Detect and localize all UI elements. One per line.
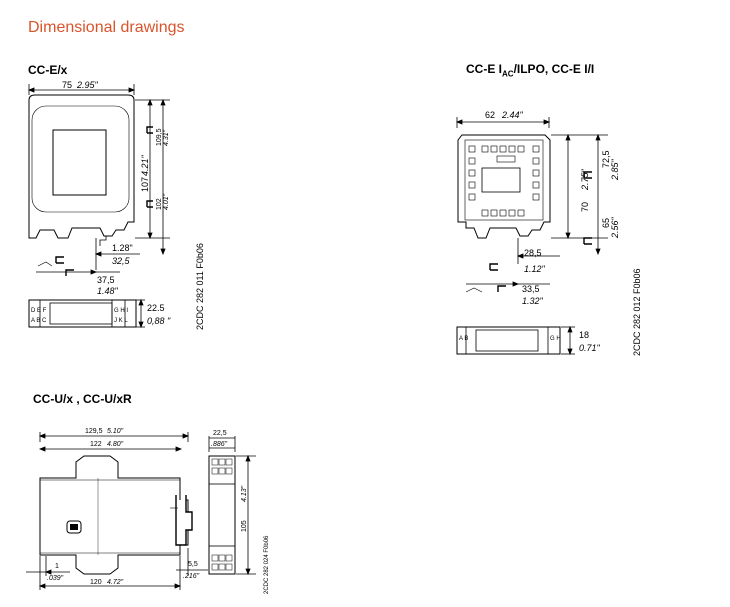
cce-h3-in: 4.01" [163, 193, 170, 210]
cce-h1-in: 4.31" [163, 129, 170, 146]
cce-d1-in: 1.28" [112, 243, 133, 253]
ccu-w1-in: 5.10" [107, 428, 124, 435]
iac-width-in: 2.44" [501, 110, 524, 120]
ccu-w1-mm: 129,5 [85, 428, 103, 435]
iac-h2-in: 2.75" [580, 168, 590, 191]
cce-h3-mm: 102 [156, 198, 163, 210]
heading-sub: AC [502, 69, 514, 79]
iac-width-mm: 62 [485, 110, 495, 120]
drawing-heading-cce-iac: CC-E IAC/ILPO, CC-E I/I [466, 62, 594, 78]
drawing-heading-ccu: CC-U/x , CC-U/xR [33, 392, 132, 406]
iac-drawing-code: 2CDC 282 012 F0b06 [632, 268, 642, 356]
iac-h3-in: 2.56" [610, 216, 620, 239]
iac-side-in: 0.71" [579, 343, 601, 353]
cce-d1-mm: 32,5 [112, 256, 131, 266]
iac-h2-mm: 70 [580, 202, 590, 212]
iac-d2-in: 1.32" [522, 296, 544, 306]
cce-width-in: 2.95" [76, 80, 99, 90]
cce-h1-mm: 109,5 [156, 128, 163, 146]
heading-post: /ILPO, CC-E I/I [513, 62, 595, 76]
svg-text:G H: G H [550, 336, 561, 342]
ccu-rail-mm: 5,5 [188, 561, 198, 568]
page-title: Dimensional drawings [28, 19, 185, 36]
cce-width-mm: 75 [62, 80, 72, 90]
drawing-heading-cce: CC-E/x [28, 63, 68, 77]
iac-side-mm: 18 [579, 330, 589, 340]
iac-h1-mm: 72,5 [601, 150, 611, 168]
iac-h1-in: 2.85" [610, 158, 620, 181]
ccu-small-in: .039" [47, 575, 64, 582]
cce-h2-mm: 107 [140, 177, 150, 192]
ccu-small-mm: 1 [55, 563, 59, 570]
drawing-cce-iac: 62 2.44" 70 2.75" 72,5 2.85" 65 2.56" 28 [455, 110, 642, 356]
ccu-w2-in: 4.80" [107, 441, 124, 448]
svg-text:D E F: D E F [31, 308, 47, 314]
ccu-side-h-mm: 105 [241, 520, 248, 532]
svg-text:J K L: J K L [114, 318, 128, 324]
cce-h2-in: 4.21" [140, 154, 150, 176]
iac-d2-mm: 33,5 [522, 284, 540, 294]
svg-text:A B C: A B C [31, 318, 47, 324]
ccu-w2-mm: 122 [90, 441, 102, 448]
ccu-drawing-code: 2CDC 282 024 F0b06 [264, 535, 270, 594]
cce-d2-in: 1.48" [97, 286, 119, 296]
iac-h3-mm: 65 [601, 218, 611, 228]
ccu-w3-mm: 120 [90, 579, 102, 586]
ccu-rail-in: .216" [183, 573, 200, 580]
drawing-cce: 75 2.95" 107 4.21" 109,5 4.31" 102 4.01"… [27, 80, 205, 330]
svg-text:G H I: G H I [114, 308, 128, 314]
cce-d2-mm: 37,5 [97, 275, 115, 285]
svg-text:A B: A B [459, 336, 468, 342]
cce-drawing-code: 2CDC 282 011 F0b06 [195, 243, 205, 330]
heading-pre: CC-E I [466, 62, 502, 76]
cce-side-mm: 22.5 [147, 303, 165, 313]
ccu-side-w-mm: 22,5 [213, 430, 227, 437]
iac-d1-mm: 28,5 [524, 248, 542, 258]
ccu-side-h-in: 4.13" [241, 485, 248, 502]
cce-side-in: 0,88 " [147, 316, 171, 326]
drawing-ccu: 129,5 5.10" 122 4.80" 1 .039" 120 4.72" … [26, 428, 270, 594]
ccu-w3-in: 4.72" [107, 579, 124, 586]
iac-d1-in: 1.12" [524, 264, 546, 274]
ccu-side-w-in: .886" [211, 441, 228, 448]
